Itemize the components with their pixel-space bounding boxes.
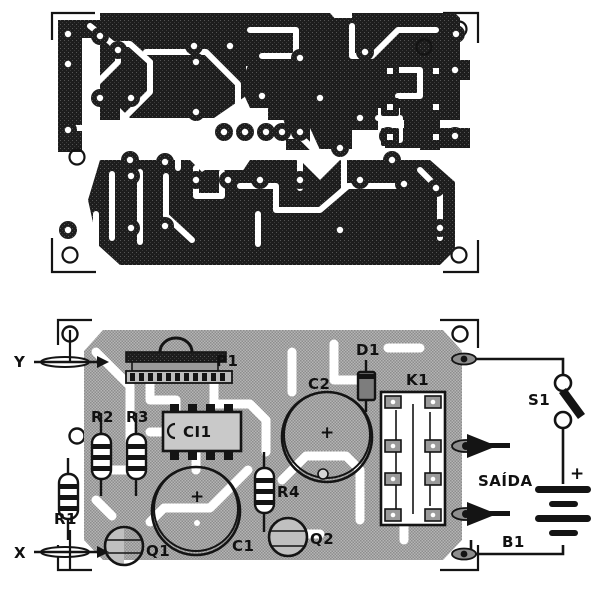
component-placement-panel: P1 CI1 R2 — [13, 318, 591, 572]
terminal-X: X — [14, 530, 109, 570]
B1-plate-short-2 — [549, 530, 578, 536]
output-terminals: SAÍDA — [451, 434, 533, 526]
C1-polarity: + — [190, 487, 204, 507]
component-R4: R4 — [253, 452, 300, 532]
label-R2: R2 — [91, 408, 114, 426]
B1-plate-short-1 — [549, 501, 578, 507]
CI1-pins-top — [170, 404, 233, 414]
corner-bracket-bottom-left — [50, 238, 96, 274]
component-R1: R1 — [54, 458, 80, 540]
corner-bracket-tl-2 — [56, 318, 92, 345]
label-P1: P1 — [216, 352, 238, 370]
corner-bracket-tr-2 — [440, 318, 480, 348]
track-left-spine — [58, 20, 82, 152]
terminal-Y: Y — [13, 330, 109, 371]
component-S1: S1 — [528, 373, 585, 430]
drill-hole-br — [450, 246, 468, 264]
component-CI1: CI1 — [161, 404, 243, 460]
B1-polarity: + — [570, 464, 584, 484]
copper-isolation-channels — [67, 23, 443, 253]
label-K1: K1 — [406, 371, 429, 389]
board-mount-holes — [68, 38, 433, 166]
corner-bracket-bottom-right — [443, 240, 480, 274]
solder-pads-upper — [59, 25, 465, 239]
label-C1: C1 — [232, 537, 254, 555]
B1-plate-long-1 — [535, 486, 591, 493]
output-terminal-top — [451, 434, 510, 458]
component-P1: P1 — [125, 336, 238, 384]
label-X: X — [14, 544, 26, 562]
wire-board-to-s1 — [460, 357, 565, 377]
label-D1: D1 — [356, 341, 380, 359]
component-B1: + B1 — [502, 464, 591, 551]
component-R2: R2 — [90, 408, 114, 496]
corner-bracket-top-left — [50, 11, 95, 40]
B1-plate-long-2 — [535, 515, 591, 522]
label-Q1: Q1 — [146, 542, 170, 560]
component-Q2: Q2 — [267, 516, 334, 558]
component-Q1: Q1 — [103, 525, 170, 567]
component-C2: + C2 — [280, 375, 374, 484]
component-R3: R3 — [125, 408, 149, 496]
component-C1: + C1 — [150, 465, 254, 557]
pcb-copper-layout-panel — [50, 11, 480, 274]
CI1-pins-bottom — [170, 450, 233, 460]
label-R1: R1 — [54, 510, 77, 528]
channel-5 — [247, 27, 299, 59]
relay-pad-field — [381, 62, 445, 146]
component-K1: K1 — [379, 371, 447, 527]
label-R4: R4 — [277, 483, 300, 501]
label-CI1: CI1 — [183, 423, 212, 441]
label-output: SAÍDA — [478, 471, 533, 490]
label-Y: Y — [13, 353, 26, 371]
C2-polarity: + — [320, 423, 334, 443]
label-R3: R3 — [126, 408, 149, 426]
label-Q2: Q2 — [310, 530, 334, 548]
label-C2: C2 — [308, 375, 330, 393]
wire-battery-to-board — [471, 545, 565, 556]
CI1-pin1-notch — [166, 422, 176, 440]
drill-hole-bl — [61, 246, 79, 264]
hole-bottom-tr — [451, 325, 469, 343]
channel-7 — [395, 67, 423, 99]
output-terminal-bottom — [451, 502, 510, 526]
channel-2 — [109, 41, 153, 151]
S1-blade — [559, 388, 585, 419]
board-wire-pads — [451, 352, 477, 561]
S1-lower-contact — [553, 410, 573, 430]
component-D1: D1 — [356, 341, 380, 412]
label-B1: B1 — [502, 533, 525, 551]
channel-11 — [163, 173, 195, 243]
label-S1: S1 — [528, 391, 550, 409]
S1-upper-contact — [553, 373, 573, 393]
